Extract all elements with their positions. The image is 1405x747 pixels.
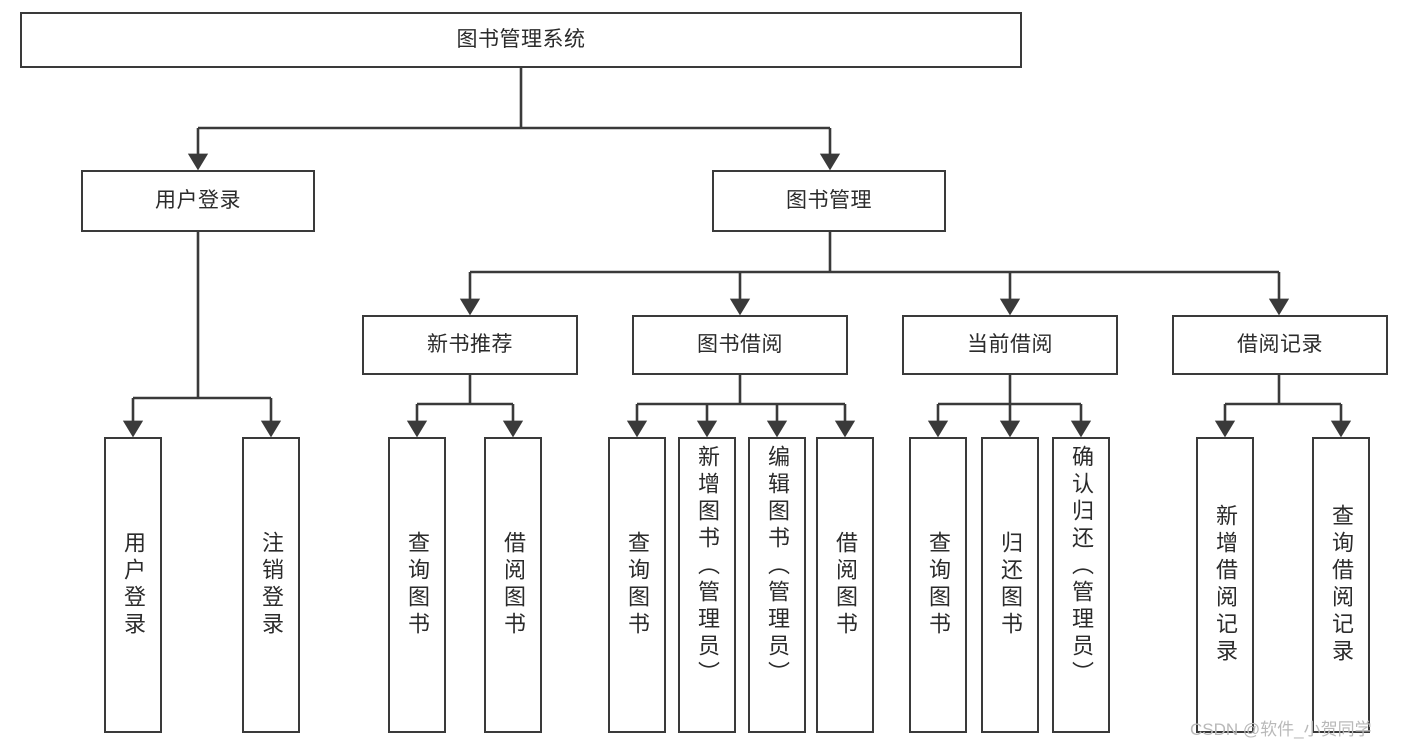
leaf-book-borrow-add[interactable]: 新增图书（管理员） [678,437,736,733]
node-root[interactable]: 图书管理系统 [20,12,1022,68]
leaf-current-borrow-return-label: 归还图书 [998,531,1023,639]
node-root-label: 图书管理系统 [456,27,586,51]
leaf-book-borrow-edit-label: 编辑图书（管理员） [765,445,790,688]
leaf-book-borrow-lend-label: 借阅图书 [833,531,858,639]
leaf-new-book-borrow[interactable]: 借阅图书 [484,437,542,733]
leaf-book-borrow-add-label: 新增图书（管理员） [695,445,720,688]
leaf-borrow-record-query[interactable]: 查询借阅记录 [1312,437,1370,733]
node-borrow-record[interactable]: 借阅记录 [1172,315,1388,375]
leaf-book-borrow-query-label: 查询图书 [625,531,650,639]
leaf-current-borrow-return[interactable]: 归还图书 [981,437,1039,733]
node-borrow-record-label: 借阅记录 [1237,332,1323,356]
leaf-user-login-signout-label: 注销登录 [259,531,284,639]
node-user-login-label: 用户登录 [155,188,241,212]
leaf-borrow-record-query-label: 查询借阅记录 [1329,504,1354,666]
node-current-borrow[interactable]: 当前借阅 [902,315,1118,375]
leaf-current-borrow-query-label: 查询图书 [926,531,951,639]
leaf-user-login-signout[interactable]: 注销登录 [242,437,300,733]
node-current-borrow-label: 当前借阅 [967,332,1053,356]
leaf-current-borrow-confirm-label: 确认归还（管理员） [1069,445,1094,688]
node-user-login[interactable]: 用户登录 [81,170,315,232]
leaf-book-borrow-edit[interactable]: 编辑图书（管理员） [748,437,806,733]
leaf-borrow-record-add[interactable]: 新增借阅记录 [1196,437,1254,733]
watermark-text: CSDN @软件_小贺同学 [1190,720,1372,739]
node-book-management-label: 图书管理 [786,188,872,212]
leaf-borrow-record-add-label: 新增借阅记录 [1213,504,1238,666]
node-book-borrow-label: 图书借阅 [697,332,783,356]
leaf-book-borrow-query[interactable]: 查询图书 [608,437,666,733]
leaf-current-borrow-query[interactable]: 查询图书 [909,437,967,733]
node-book-management[interactable]: 图书管理 [712,170,946,232]
leaf-book-borrow-lend[interactable]: 借阅图书 [816,437,874,733]
leaf-new-book-borrow-label: 借阅图书 [501,531,526,639]
leaf-user-login-signin-label: 用户登录 [121,531,146,639]
leaf-user-login-signin[interactable]: 用户登录 [104,437,162,733]
leaf-current-borrow-confirm[interactable]: 确认归还（管理员） [1052,437,1110,733]
leaf-new-book-query[interactable]: 查询图书 [388,437,446,733]
node-new-book-recommend-label: 新书推荐 [427,332,513,356]
node-book-borrow[interactable]: 图书借阅 [632,315,848,375]
node-new-book-recommend[interactable]: 新书推荐 [362,315,578,375]
leaf-new-book-query-label: 查询图书 [405,531,430,639]
